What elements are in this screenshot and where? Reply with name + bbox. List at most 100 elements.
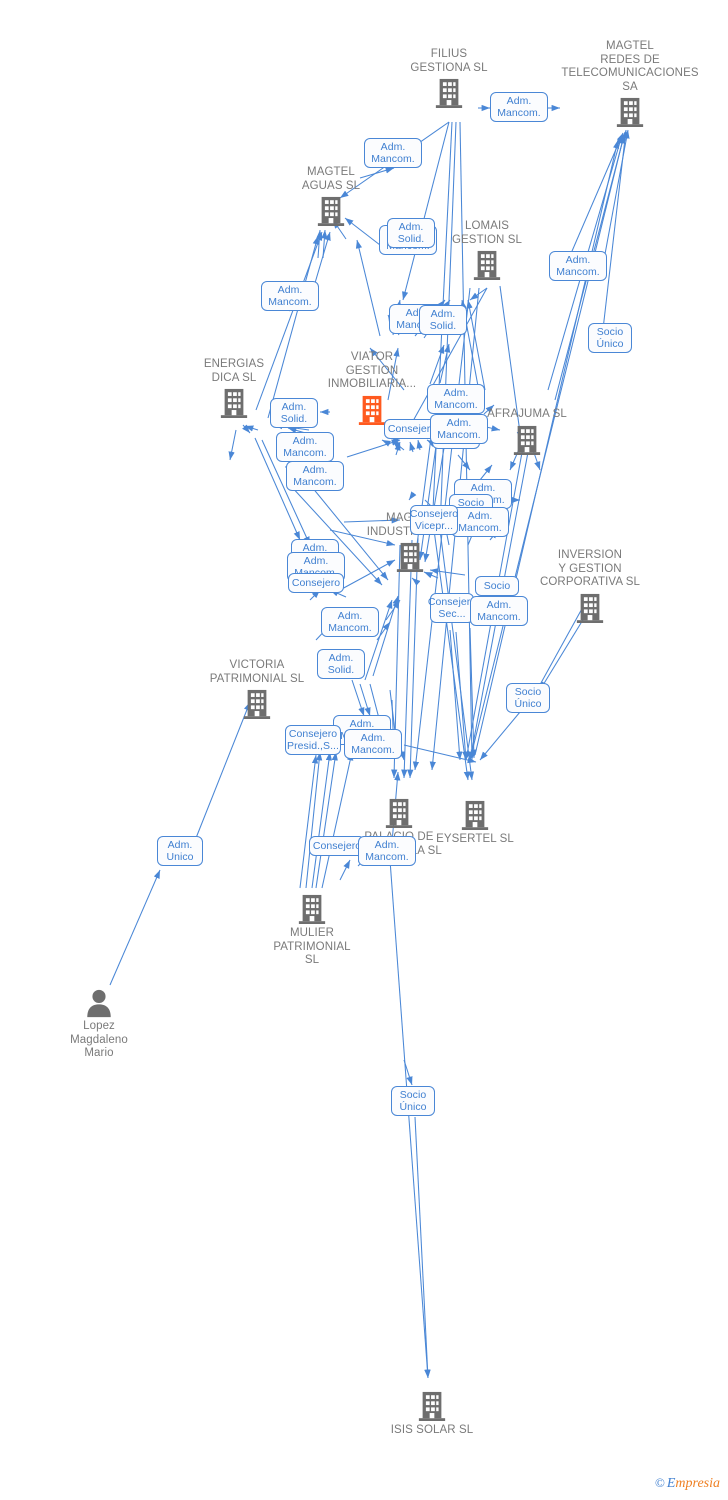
relation-label-r16[interactable]: Adm. Mancom. — [286, 461, 344, 491]
graph-node-eysertel[interactable]: EYSERTEL SL — [400, 799, 550, 847]
graph-edge — [449, 629, 463, 761]
graph-edge — [339, 859, 351, 881]
building-icon-viator[interactable] — [297, 394, 447, 426]
building-icon-magtel_ind[interactable] — [335, 541, 485, 573]
node-label-eysertel: EYSERTEL SL — [436, 833, 514, 845]
relation-label-r34[interactable]: Consejero — [309, 836, 365, 856]
graph-edge — [466, 299, 486, 391]
graph-node-filius[interactable]: FILIUS GESTIONA SL — [374, 48, 524, 109]
graph-edge — [321, 229, 328, 259]
node-label-lopez: Lopez Magdaleno Mario — [70, 1020, 128, 1059]
relation-label-r01[interactable]: Adm. Mancom. — [490, 92, 548, 122]
building-icon-isis[interactable] — [357, 1390, 507, 1422]
graph-edge — [457, 454, 471, 471]
relation-label-r29[interactable]: Socio Único — [506, 683, 550, 713]
building-icon-inversion[interactable] — [515, 592, 665, 624]
graph-node-lomais[interactable]: LOMAIS GESTION SL — [412, 220, 562, 281]
graph-edge — [469, 627, 477, 759]
node-label-lomais: LOMAIS GESTION SL — [451, 220, 523, 246]
graph-edge — [385, 599, 401, 621]
relation-label-r33[interactable]: Adm. Unico — [157, 836, 203, 866]
graph-edge — [351, 679, 365, 717]
graph-node-energias[interactable]: ENERGIAS DICA SL — [159, 358, 309, 419]
relation-label-r06[interactable]: Socio Único — [588, 323, 632, 353]
graph-edge — [479, 464, 493, 481]
graph-edge — [408, 491, 417, 501]
relation-label-r27[interactable]: Adm. Mancom. — [321, 607, 379, 637]
watermark-brand-rest: mpresia — [675, 1476, 720, 1491]
graph-node-inversion[interactable]: INVERSION Y GESTION CORPORATIVA SL — [515, 549, 665, 624]
relation-label-r20[interactable]: Consejero Vicepr... — [410, 505, 458, 535]
relation-label-r23[interactable]: Consejero — [288, 573, 344, 593]
node-label-magtel_ag: MAGTEL AGUAS SL — [301, 166, 361, 192]
graph-edge — [411, 577, 421, 586]
graph-edge — [414, 1116, 431, 1379]
relation-label-r32[interactable]: Adm. Mancom. — [344, 729, 402, 759]
graph-edge — [416, 439, 423, 451]
relation-label-r31[interactable]: Consejero Presid.,S... — [285, 725, 341, 755]
relation-label-r11[interactable]: Consejero — [384, 419, 440, 439]
relation-label-r05[interactable]: Adm. Mancom. — [549, 251, 607, 281]
relation-label-r15[interactable]: Adm. Mancom. — [276, 432, 334, 462]
building-icon-palacio[interactable] — [324, 797, 474, 829]
graph-edge — [403, 744, 477, 764]
empresia-watermark: ©Empresia — [655, 1475, 720, 1492]
graph-node-magtel_ag[interactable]: MAGTEL AGUAS SL — [256, 166, 406, 227]
building-icon-afrajuma[interactable] — [452, 424, 602, 456]
graph-edge — [391, 439, 405, 451]
relation-label-r24[interactable]: Socio — [475, 576, 519, 596]
relation-label-r13[interactable]: Adm. Mancom. — [430, 414, 488, 444]
relation-label-r02[interactable]: Adm. Mancom. — [364, 138, 422, 168]
graph-edge — [401, 539, 413, 779]
graph-edge — [109, 869, 161, 986]
relation-label-r10[interactable]: Adm. Mancom. — [427, 384, 485, 414]
node-label-inversion: INVERSION Y GESTION CORPORATIVA SL — [539, 549, 641, 588]
graph-edge — [359, 683, 371, 717]
relation-label-r28[interactable]: Adm. Solid. — [317, 649, 365, 679]
relation-label-r07[interactable]: Adm. Mancom. — [261, 281, 319, 311]
building-icon-lomais[interactable] — [412, 249, 562, 281]
relation-label-r14[interactable]: Adm. Solid. — [270, 398, 318, 428]
copyright-icon: © — [654, 1475, 665, 1490]
graph-node-afrajuma[interactable]: AFRAJUMA SL — [452, 408, 602, 456]
graph-node-magtel_red[interactable]: MAGTEL REDES DE TELECOMUNICACIONES SA — [555, 40, 705, 128]
node-label-filius: FILIUS GESTIONA SL — [410, 48, 488, 74]
relation-label-r35[interactable]: Adm. Mancom. — [358, 836, 416, 866]
relation-label-r26[interactable]: Adm. Mancom. — [470, 596, 528, 626]
relation-label-r19[interactable]: Adm. Mancom. — [451, 507, 509, 537]
building-icon-energias[interactable] — [159, 387, 309, 419]
relation-label-r04[interactable]: Adm. Solid. — [387, 218, 435, 248]
graph-edge — [242, 424, 251, 434]
watermark-brand-initial: E — [666, 1476, 676, 1491]
graph-edge — [244, 425, 259, 432]
building-icon-eysertel[interactable] — [400, 799, 550, 831]
graph-edge — [403, 1059, 413, 1086]
graph-edge — [305, 751, 323, 889]
relation-label-r09[interactable]: Adm. Solid. — [419, 305, 467, 335]
graph-node-isis[interactable]: ISIS SOLAR SL — [357, 1390, 507, 1438]
building-icon-victoria[interactable] — [182, 688, 332, 720]
graph-edge — [228, 429, 237, 461]
graph-node-mulier[interactable]: MULIER PATRIMONIAL SL — [237, 893, 387, 968]
graph-edge — [381, 439, 391, 447]
person-icon-lopez[interactable] — [24, 988, 174, 1018]
node-label-victoria: VICTORIA PATRIMONIAL SL — [209, 659, 305, 685]
graph-edge — [389, 859, 431, 1379]
graph-edge — [355, 239, 381, 337]
graph-node-victoria[interactable]: VICTORIA PATRIMONIAL SL — [182, 659, 332, 720]
relation-label-r36[interactable]: Socio Único — [391, 1086, 435, 1116]
node-label-afrajuma: AFRAJUMA SL — [487, 408, 567, 420]
relation-label-r25[interactable]: Consejero Sec... — [428, 593, 476, 623]
graph-edge — [299, 754, 319, 889]
building-icon-mulier[interactable] — [237, 893, 387, 925]
graph-node-viator[interactable]: VIATOR GESTION INMOBILIARIA... — [297, 351, 447, 426]
graph-edge — [394, 441, 401, 456]
building-icon-magtel_ag[interactable] — [256, 195, 406, 227]
building-icon-filius[interactable] — [374, 77, 524, 109]
graph-edge — [469, 287, 488, 301]
node-label-energias: ENERGIAS DICA SL — [203, 358, 265, 384]
graph-node-lopez[interactable]: Lopez Magdaleno Mario — [24, 988, 174, 1061]
graph-edge — [479, 711, 521, 761]
building-icon-magtel_red[interactable] — [555, 96, 705, 128]
